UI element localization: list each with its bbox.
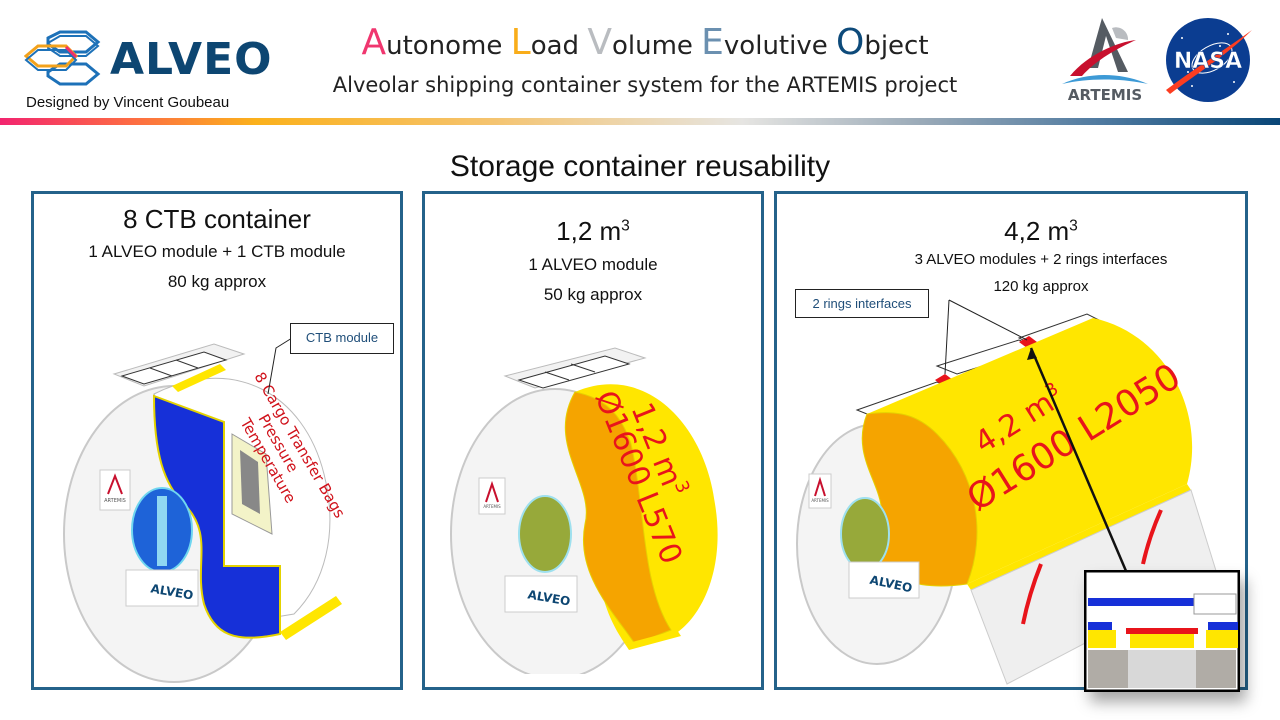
section-title-text: Storage container reusability bbox=[449, 150, 831, 183]
panel-composition: 3 ALVEO modules + 2 rings interfaces bbox=[914, 251, 1168, 268]
panel-title-value: 1,2 m bbox=[556, 216, 622, 246]
artemis-badge-text: ARTEMIS bbox=[483, 504, 501, 509]
brand-name: ALVEO bbox=[110, 34, 273, 85]
acronym-title: Autonome Load Volume Evolutive Object bbox=[320, 22, 970, 63]
hexagon-cluster-icon bbox=[24, 30, 101, 86]
acronym-letter: L bbox=[510, 22, 531, 63]
acronym-letter: E bbox=[701, 22, 724, 63]
panel-title-sup: 3 bbox=[1069, 217, 1078, 235]
ctb-container-illustration: ARTEMIS ALVEO 8 Cargo Transfer Bags Pres… bbox=[63, 337, 349, 683]
panel-composition: 1 ALVEO module + 1 CTB module bbox=[88, 242, 346, 261]
header-gradient-divider bbox=[0, 118, 1280, 125]
subtitle: Alveolar shipping container system for t… bbox=[332, 73, 958, 97]
panel-composition: 1 ALVEO module bbox=[528, 255, 658, 274]
panel-title-value: 4,2 m bbox=[1004, 216, 1070, 246]
single-module-illustration: ARTEMIS ALVEO 1,2 m3 Ø1600 L570 bbox=[450, 347, 718, 674]
panel-title: 4,2 m3 bbox=[777, 216, 1245, 247]
section-title: Storage container reusability bbox=[0, 150, 1280, 184]
callout-2-rings-interfaces: 2 rings interfaces bbox=[795, 289, 929, 318]
acronym-word-rest: bject bbox=[864, 31, 929, 61]
ring-interface-detail-inset bbox=[1084, 570, 1240, 692]
designer-credit: Designed by Vincent Goubeau bbox=[26, 94, 230, 111]
artemis-badge-text: ARTEMIS bbox=[811, 498, 829, 503]
panel-4-2-m3: 4,2 m3 3 ALVEO modules + 2 rings interfa… bbox=[774, 191, 1248, 692]
nasa-logo-text: NASA bbox=[1174, 49, 1242, 74]
header: ALVEO Designed by Vincent Goubeau Autono… bbox=[0, 0, 1280, 128]
artemis-logo-text: ARTEMIS bbox=[1068, 86, 1142, 104]
panel-weight: 80 kg approx bbox=[167, 272, 267, 291]
panel-1-2-m3: 1,2 m3 1 ALVEO module 50 kg approx ARTEM… bbox=[422, 191, 764, 690]
panel-8-ctb-container: 8 CTB container 1 ALVEO module + 1 CTB m… bbox=[31, 191, 403, 690]
nasa-meatball-icon: NASA bbox=[1166, 18, 1252, 102]
panel-title: 1,2 m3 bbox=[425, 216, 761, 247]
acronym-letter: A bbox=[361, 22, 387, 63]
acronym-word-rest: olume bbox=[611, 31, 702, 61]
acronym-word-rest: oad bbox=[530, 31, 588, 61]
panel-title-sup: 3 bbox=[621, 217, 630, 235]
panel-weight: 120 kg approx bbox=[993, 278, 1089, 295]
acronym-word-rest: utonome bbox=[386, 31, 511, 61]
acronym-letter: O bbox=[835, 22, 865, 63]
artemis-logo: ARTEMIS bbox=[1058, 14, 1153, 104]
callout-ctb-module: CTB module bbox=[290, 323, 394, 354]
artemis-badge-text: ARTEMIS bbox=[104, 498, 126, 504]
acronym-letter: V bbox=[587, 22, 612, 63]
panel-weight: 50 kg approx bbox=[543, 285, 643, 304]
artemis-a-icon: ARTEMIS bbox=[1062, 18, 1148, 104]
triple-module-illustration: ARTEMIS ALVEO 4,2 m3 Ø1600 L2050 bbox=[796, 299, 1218, 685]
alveo-logo: ALVEO bbox=[24, 30, 272, 90]
panel-title: 8 CTB container bbox=[123, 204, 311, 234]
acronym-word-rest: volutive bbox=[723, 31, 836, 61]
nasa-logo: NASA bbox=[1162, 16, 1254, 104]
